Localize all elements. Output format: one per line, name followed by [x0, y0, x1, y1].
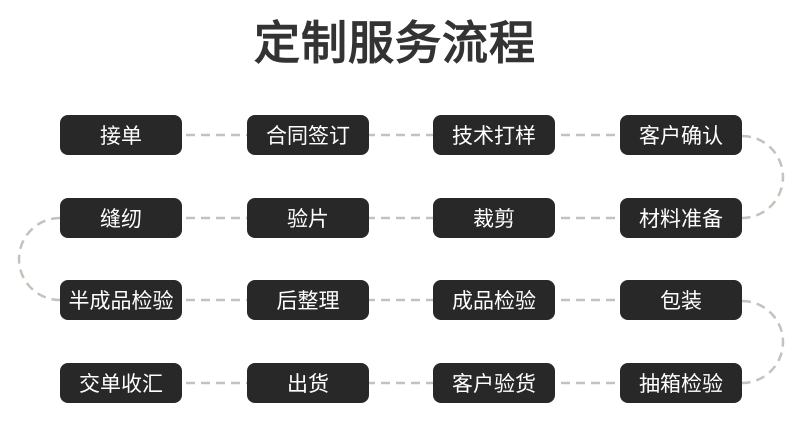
- page-title: 定制服务流程: [254, 17, 536, 69]
- flow-step-r2c3: 裁剪: [433, 198, 555, 238]
- flow-step-r1c1: 接单: [60, 115, 182, 155]
- flow-step-r4c1: 交单收汇: [60, 363, 182, 403]
- flow-step-r3c3: 成品检验: [433, 280, 555, 320]
- flow-step-r4c3: 客户验货: [433, 363, 555, 403]
- connector-arc-right-bottom: [741, 299, 785, 385]
- flow-step-r1c2: 合同签订: [247, 115, 369, 155]
- flow-step-r4c4: 抽箱检验: [620, 363, 742, 403]
- flow-step-r1c3: 技术打样: [433, 115, 555, 155]
- flow-step-r3c2: 后整理: [247, 280, 369, 320]
- flow-step-r2c2: 验片: [247, 198, 369, 238]
- flow-step-r4c2: 出货: [247, 363, 369, 403]
- connector-arc-left: [17, 216, 61, 302]
- flow-step-r3c4: 包装: [620, 280, 742, 320]
- flow-step-r2c4: 材料准备: [620, 198, 742, 238]
- flow-step-r1c4: 客户确认: [620, 115, 742, 155]
- flow-step-r2c1: 缝纫: [60, 198, 182, 238]
- connector-arc-right-top: [741, 134, 785, 220]
- flow-step-r3c1: 半成品检验: [60, 280, 182, 320]
